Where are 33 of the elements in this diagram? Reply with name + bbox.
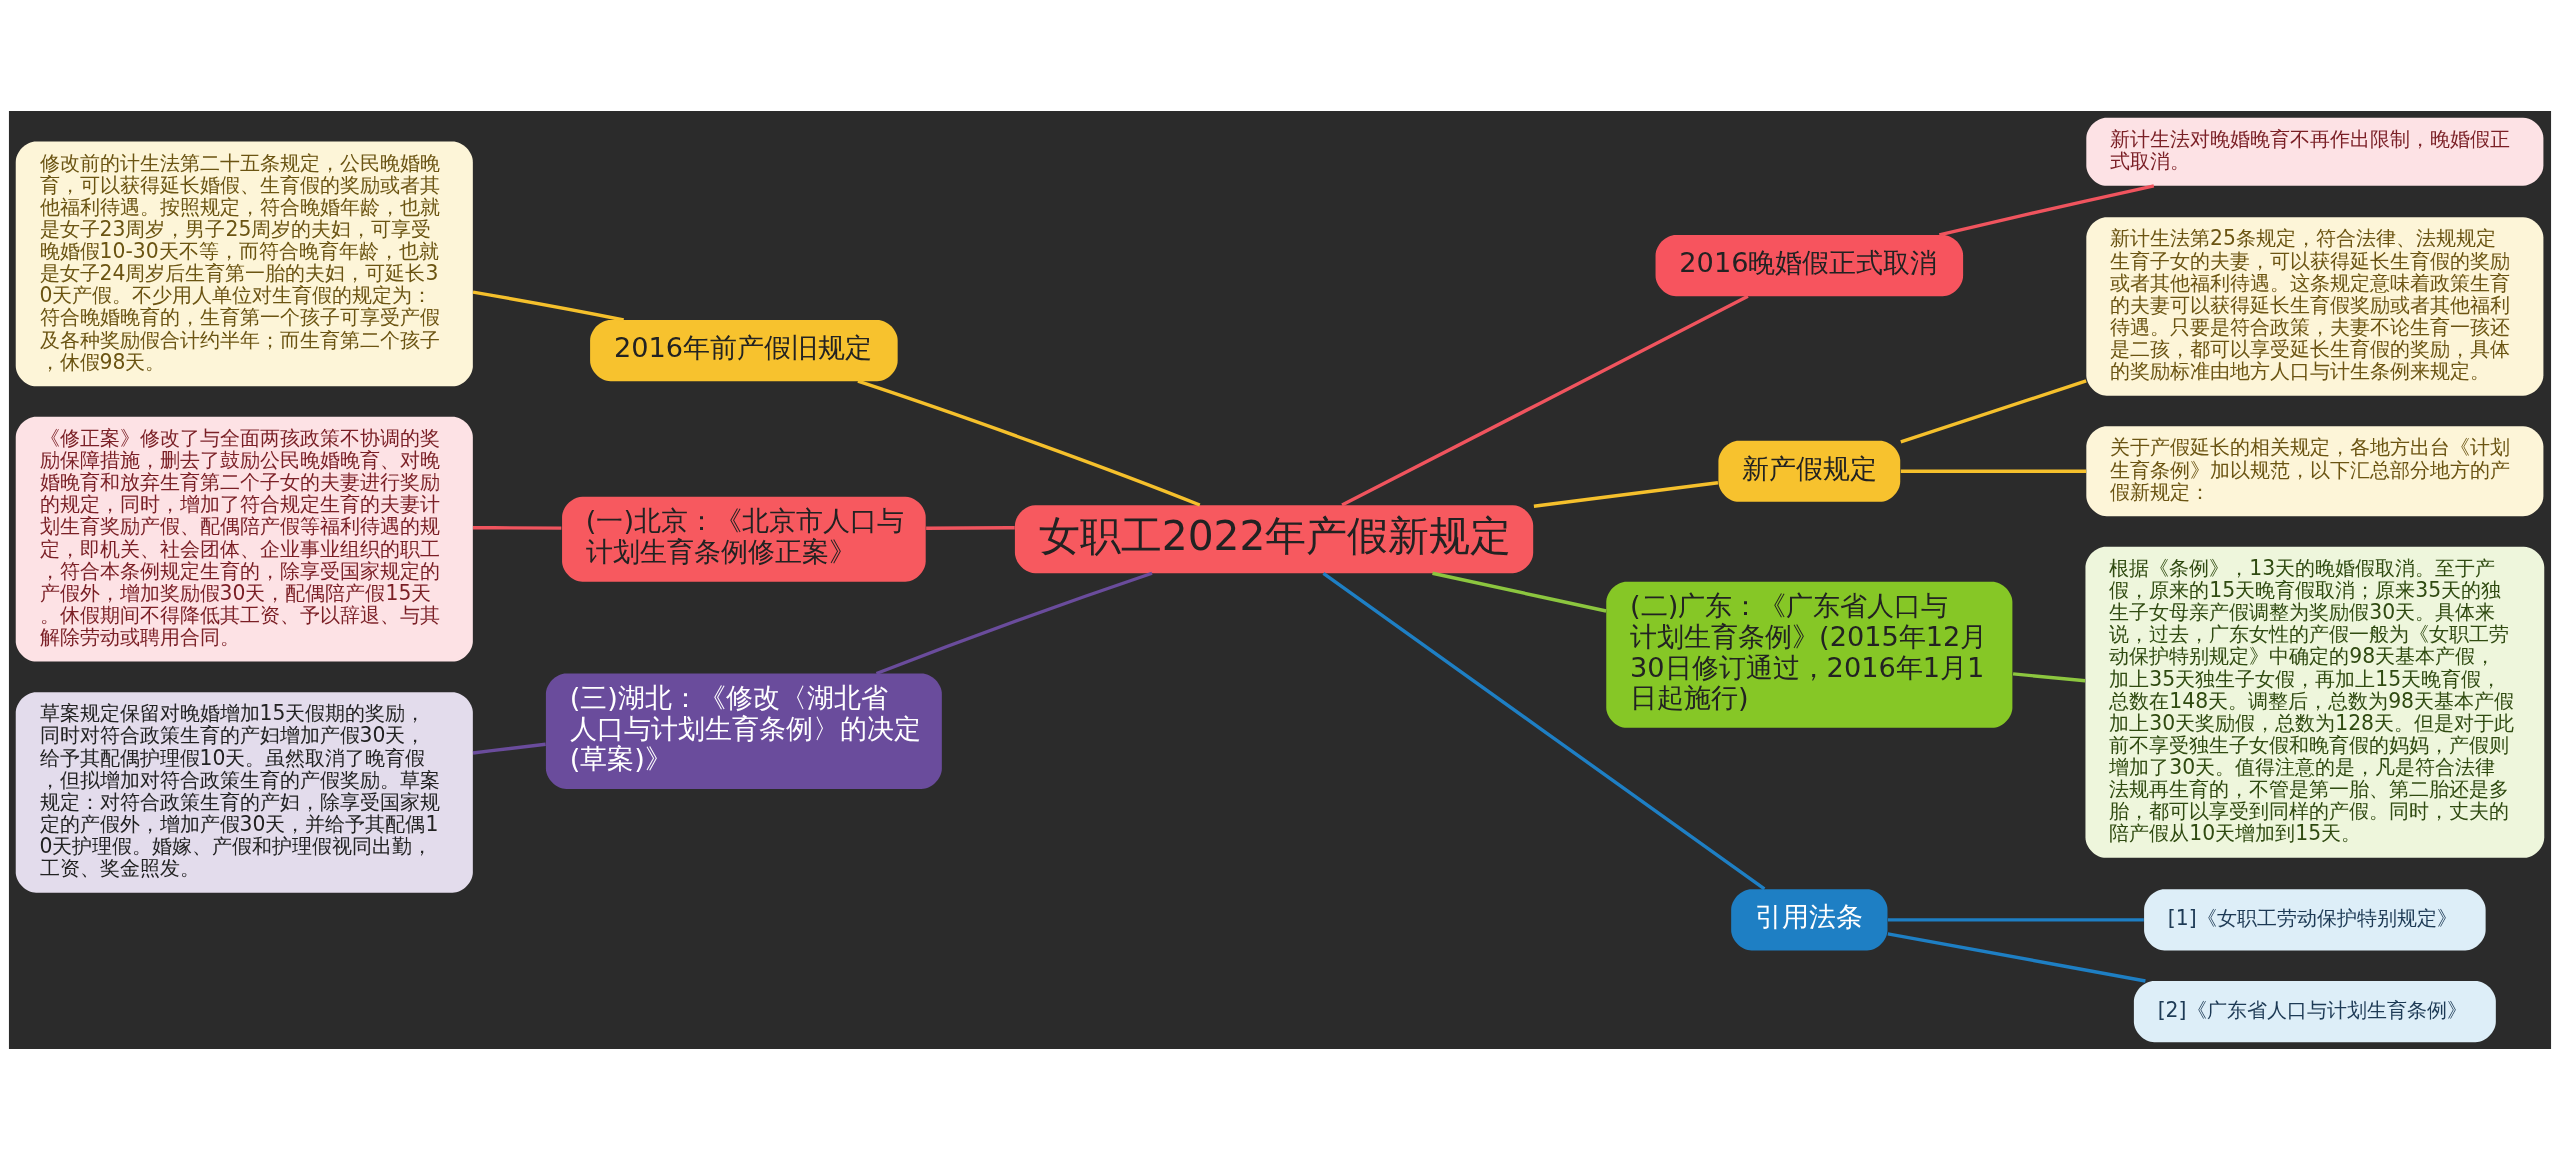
connector	[926, 525, 1015, 530]
connector	[1341, 294, 1749, 507]
connector	[472, 742, 546, 755]
node-box: (二)广东：《广东省人口与计划生育条例》(2015年12月30日修订通过，2016年1月1日起施行)	[1606, 581, 2013, 728]
node-box: 修改前的计生法第二十五条规定，公民晚婚晚育，可以获得延长婚假、生育假的奖励或者其他福利待遇。按照规定，符合晚婚年龄，也就是女子23周岁，男子25周岁的夫妇，可享受晚婚假10-30天不等，而符合晚育年龄，也就是女子24周岁后生育第一胎的夫妇，可延长30天产假。不少用人单位对生育假的规定为：符合晚婚晚育的，生育第一个孩子可享受产假及各种奖励假合计约半年；而生育第二个孩子，休假98天。	[15, 141, 473, 386]
node-box: 2016年前产假旧规定	[590, 319, 898, 381]
connector	[1432, 571, 1607, 613]
connector	[875, 571, 1153, 675]
node-box: 2016晚婚假正式取消	[1655, 234, 1964, 296]
connector	[1887, 931, 2146, 983]
node-box: 新计生法对晚婚晚育不再作出限制，晚婚假正式取消。	[2086, 117, 2544, 186]
connector	[857, 379, 1201, 507]
node-box: 新产假规定	[1718, 440, 1901, 502]
connector	[1887, 917, 2144, 922]
connector	[472, 290, 624, 322]
connector	[1900, 469, 2087, 473]
node-box: 新计生法第25条规定，符合法律、法规规定生育子女的夫妻，可以获得延长生育假的奖励或者其他福利待遇。这条规定意味着政策生育的夫妻可以获得延长生育假奖励或者其他福利待遇。只要是符合政策，夫妻不论生育一孩还是二孩，都可以享受延长生育假的奖励，具体的奖励标准由地方人口与计生条例来规定。	[2086, 216, 2544, 396]
node-box: 根据《条例》，13天的晚婚假取消。至于产假，原来的15天晚育假取消；原来35天的独生子女母亲产假调整为奖励假30天。具体来说，过去，广东女性的产假一般为《女职工劳动保护特别规定》中确定的98天基本产假，加上35天独生子女假，再加上15天晚育假，总数在148天。调整后，总数为98天基本产假加上30天奖励假，总数为128天。但是对于此前不享受独生子女假和晚育假的妈妈，产假则增加了30天。值得注意的是，凡是符合法律法规再生育的，不管是第一胎、第二胎还是多胎，都可以享受到同样的产假。同时，丈夫的陪产假从10天增加到15天。	[2085, 546, 2545, 858]
connector	[1900, 378, 2087, 443]
node-box: 草案规定保留对晚婚增加15天假期的奖励，同时对符合政策生育的产妇增加产假30天，给予其配偶护理假10天。虽然取消了晚育假，但拟增加对符合政策生育的产假奖励。草案规定：对符合政策生育的产妇，除享受国家规定的产假外，增加产假30天，并给予其配偶10天护理假。婚嫁、产假和护理假视同出勤，工资、奖金照发。	[15, 691, 473, 893]
node-box: [2]《广东省人口与计划生育条例》	[2133, 980, 2496, 1042]
node-box: (一)北京：《北京市人口与计划生育条例修正案》	[562, 496, 926, 582]
connector	[473, 525, 562, 530]
node-box: 引用法条	[1731, 888, 1888, 950]
connector	[2012, 671, 2086, 682]
node-box: [1]《女职工劳动保护特别规定》	[2144, 888, 2486, 950]
node-box: 关于产假延长的相关规定，各地方出台《计划生育条例》加以规范，以下汇总部分地方的产假新规定：	[2086, 425, 2544, 516]
node-box: (三)湖北：《修改〈湖北省人口与计划生育条例〉的决定(草案)》	[545, 672, 942, 789]
node-box: 《修正案》修改了与全面两孩政策不协调的奖励保障措施，删去了鼓励公民晚婚晚育、对晚婚晚育和放弃生育第二个子女的夫妻进行奖励的规定，同时，增加了符合规定生育的夫妻计划生育奖励产假、配偶陪产假等福利待遇的规定，即机关、社会团体、企业事业组织的职工，符合本条例规定生育的，除享受国家规定的产假外，增加奖励假30天，配偶陪产假15天。休假期间不得降低其工资、予以辞退、与其解除劳动或聘用合同。	[15, 416, 473, 662]
connector	[1533, 480, 1719, 508]
connector	[1322, 571, 1766, 890]
connector	[1938, 183, 2155, 237]
node-box: 女职工2022年产假新规定	[1014, 504, 1534, 573]
